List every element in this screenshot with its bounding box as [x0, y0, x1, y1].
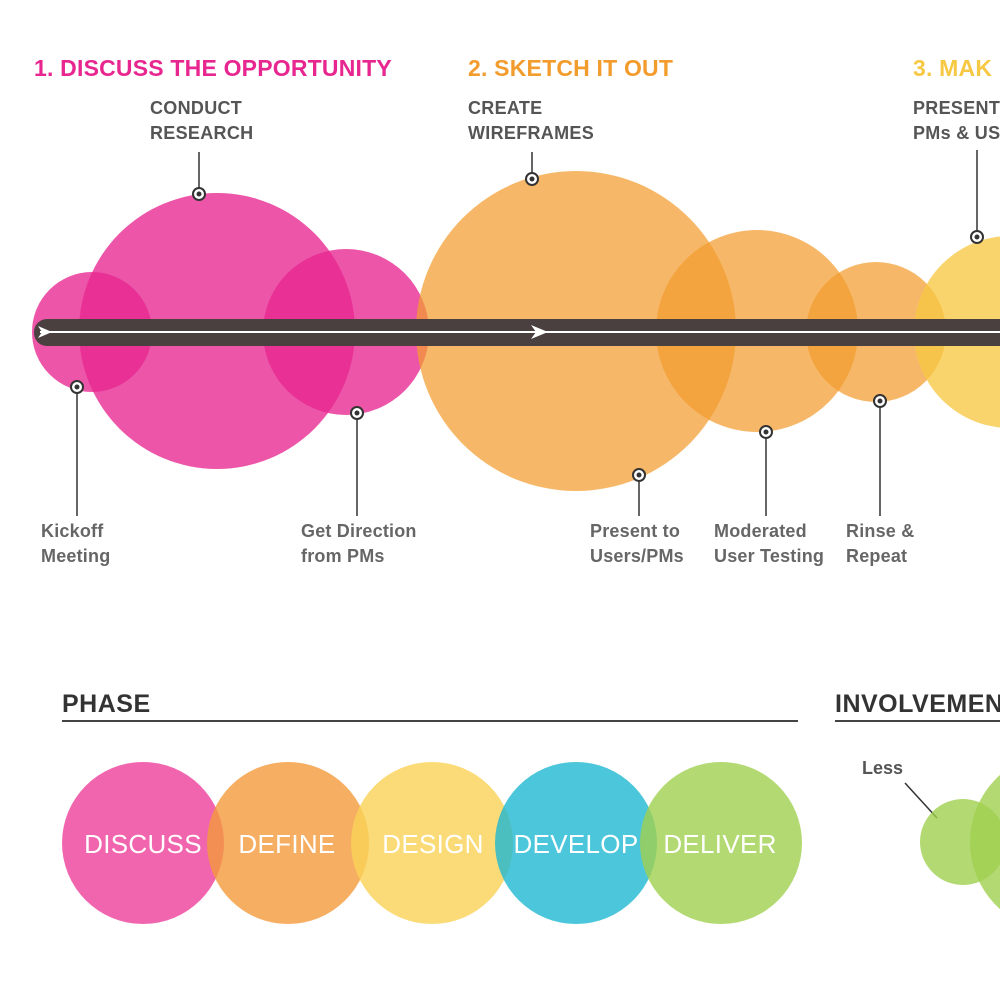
phase-circle-define	[207, 762, 369, 924]
track-arrow-mid	[531, 325, 548, 339]
phase-label-discuss: DISCUSS	[84, 829, 202, 859]
phase-label-design: DESIGN	[382, 829, 484, 859]
step-2-title: 2. SKETCH IT OUT	[468, 55, 674, 81]
phase-circle-develop	[495, 762, 657, 924]
note-present-to-users: Present to Users/PMs	[590, 521, 684, 566]
phase-label-deliver: DELIVER	[663, 829, 777, 859]
less-pointer	[904, 782, 938, 819]
phase-circle-deliver	[640, 762, 802, 924]
note-rinse-repeat: Rinse & Repeat	[846, 521, 915, 566]
involvement-title: INVOLVEMEN	[835, 690, 1000, 718]
phase-label-develop: DEVELOP	[513, 829, 639, 859]
involvement-more-circle	[970, 774, 1000, 910]
phase-title: PHASE	[62, 690, 151, 718]
top-connectors	[198, 150, 978, 232]
phase-label-define: DEFINE	[238, 829, 336, 859]
note-conduct-research: CONDUCT RESEARCH	[150, 98, 254, 143]
phase-circle-discuss	[62, 762, 224, 924]
note-moderated-testing: Moderated User Testing	[714, 521, 825, 566]
note-create-wireframes: CREATE WIREFRAMES	[468, 98, 594, 143]
involvement-less-label: Less	[862, 758, 904, 778]
involvement-rule	[835, 720, 1000, 722]
connector-dots	[70, 172, 984, 482]
step-3-title: 3. MAK	[913, 55, 993, 81]
note-kickoff-meeting: Kickoff Meeting	[41, 521, 111, 566]
step-1-title: 1. DISCUSS THE OPPORTUNITY	[34, 55, 392, 81]
bottom-connectors	[76, 392, 881, 516]
phase-circle-design	[351, 762, 513, 924]
note-present: PRESENT PMs & US	[913, 98, 1000, 143]
track-arrow-start	[38, 326, 52, 338]
phase-rule	[62, 720, 798, 722]
note-get-direction: Get Direction from PMs	[301, 521, 417, 566]
